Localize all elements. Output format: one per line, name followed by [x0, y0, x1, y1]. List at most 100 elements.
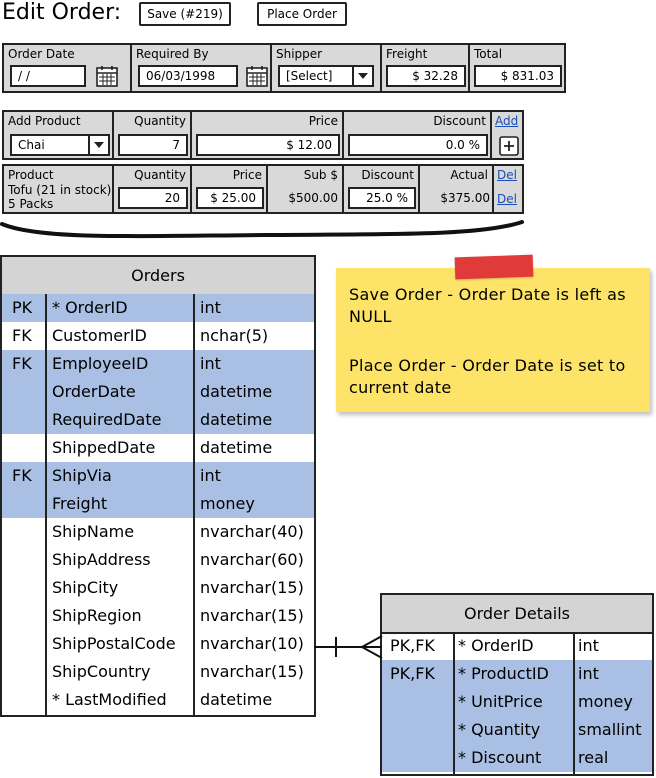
- column-type: datetime: [200, 410, 273, 429]
- add-price-input[interactable]: $ 12.00: [196, 134, 340, 156]
- column-name: RequiredDate: [52, 410, 162, 429]
- order-details-table-title: Order Details: [382, 595, 652, 634]
- column-name: * Quantity: [458, 720, 541, 739]
- freight-input[interactable]: $ 32.28: [386, 65, 466, 87]
- add-product-label: Add Product: [8, 114, 81, 128]
- orders-type-divider: [193, 294, 195, 715]
- product-select[interactable]: Chai: [10, 134, 110, 156]
- line-price-input[interactable]: $ 25.00: [196, 187, 264, 209]
- calendar-icon[interactable]: [246, 65, 268, 87]
- column-name: OrderDate: [52, 382, 136, 401]
- sticky-note: Save Order - Order Date is left as NULL …: [336, 268, 650, 412]
- shipper-field: Shipper [Select]: [270, 45, 380, 91]
- line-price-label: Price: [232, 168, 262, 182]
- total-field: Total $ 831.03: [468, 45, 564, 91]
- column-key: FK: [12, 326, 32, 345]
- column-type: nvarchar(15): [200, 662, 304, 681]
- line-subtotal-value: $500.00: [288, 191, 338, 205]
- column-type: smallint: [578, 720, 642, 739]
- line-actual-value: $375.00: [440, 191, 490, 205]
- required-by-label: Required By: [136, 47, 209, 61]
- line-actual-label: Actual: [450, 168, 488, 182]
- chevron-down-icon[interactable]: [352, 67, 372, 85]
- column-name: Freight: [52, 494, 108, 513]
- add-discount-field: Discount 0.0 %: [342, 112, 490, 158]
- column-type: money: [200, 494, 255, 513]
- line-product-packs: 5 Packs: [8, 197, 54, 211]
- details-key-divider: [453, 632, 455, 774]
- table-row: FK CustomerID nchar(5): [2, 322, 314, 350]
- shipper-label: Shipper: [276, 47, 323, 61]
- column-type: int: [200, 466, 221, 485]
- column-type: int: [200, 298, 221, 317]
- total-input[interactable]: $ 831.03: [474, 65, 562, 87]
- line-discount-label: Discount: [361, 168, 414, 182]
- order-date-input[interactable]: / /: [10, 65, 86, 87]
- shipper-select-value: [Select]: [286, 69, 333, 83]
- table-row: * LastModified datetime: [2, 686, 314, 714]
- column-name: ShipAddress: [52, 550, 151, 569]
- line-quantity-label: Quantity: [134, 168, 186, 182]
- add-quantity-field: Quantity 7: [112, 112, 190, 158]
- calendar-icon[interactable]: [96, 65, 118, 87]
- place-order-button[interactable]: Place Order: [257, 2, 347, 26]
- column-name: CustomerID: [52, 326, 147, 345]
- column-name: ShipName: [52, 522, 135, 541]
- column-type: nvarchar(10): [200, 634, 304, 653]
- save-order-button[interactable]: Save (#219): [139, 2, 231, 26]
- table-row: ShipName nvarchar(40): [2, 518, 314, 546]
- column-name: ShipCountry: [52, 662, 151, 681]
- line-del-field: Del Del: [492, 166, 522, 212]
- column-name: * OrderID: [52, 298, 128, 317]
- line-quantity-input[interactable]: 20: [118, 187, 188, 209]
- add-link[interactable]: Add: [495, 114, 519, 128]
- required-by-input[interactable]: 06/03/1998: [138, 65, 238, 87]
- column-key: PK: [12, 298, 33, 317]
- line-price-field: Price $ 25.00: [190, 166, 266, 212]
- column-name: EmployeeID: [52, 354, 149, 373]
- del-link[interactable]: Del: [497, 192, 517, 206]
- add-action-field: Add: [490, 112, 522, 158]
- table-row: ShipCountry nvarchar(15): [2, 658, 314, 686]
- column-type: nvarchar(15): [200, 578, 304, 597]
- required-by-field: Required By 06/03/1998: [130, 45, 270, 91]
- plus-icon[interactable]: [499, 136, 519, 156]
- column-type: datetime: [200, 438, 273, 457]
- column-type: datetime: [200, 690, 273, 709]
- column-type: int: [200, 354, 221, 373]
- add-discount-input[interactable]: 0.0 %: [348, 134, 488, 156]
- add-price-field: Price $ 12.00: [190, 112, 342, 158]
- table-row: RequiredDate datetime: [2, 406, 314, 434]
- freight-field: Freight $ 32.28: [380, 45, 468, 91]
- column-type: money: [578, 692, 633, 711]
- add-discount-label: Discount: [433, 114, 486, 128]
- note-tape: [454, 254, 534, 280]
- total-label: Total: [474, 47, 503, 61]
- column-name: * OrderID: [458, 636, 534, 655]
- relationship-connector: [314, 635, 383, 659]
- line-subtotal-field: Sub $ $500.00: [266, 166, 342, 212]
- note-line-place: Place Order - Order Date is set to curre…: [349, 356, 626, 397]
- add-quantity-input[interactable]: 7: [118, 134, 188, 156]
- shipper-select[interactable]: [Select]: [278, 65, 374, 87]
- column-key: PK,FK: [390, 636, 435, 655]
- column-type: nvarchar(40): [200, 522, 304, 541]
- note-line-save: Save Order - Order Date is left as NULL: [349, 285, 626, 326]
- line-actual-field: Actual $375.00: [418, 166, 492, 212]
- chevron-down-icon[interactable]: [88, 136, 108, 154]
- del-header-link[interactable]: Del: [497, 168, 517, 182]
- column-name: ShipVia: [52, 466, 112, 485]
- column-name: * LastModified: [52, 690, 167, 709]
- column-type: nchar(5): [200, 326, 269, 345]
- line-discount-input[interactable]: 25.0 %: [348, 187, 416, 209]
